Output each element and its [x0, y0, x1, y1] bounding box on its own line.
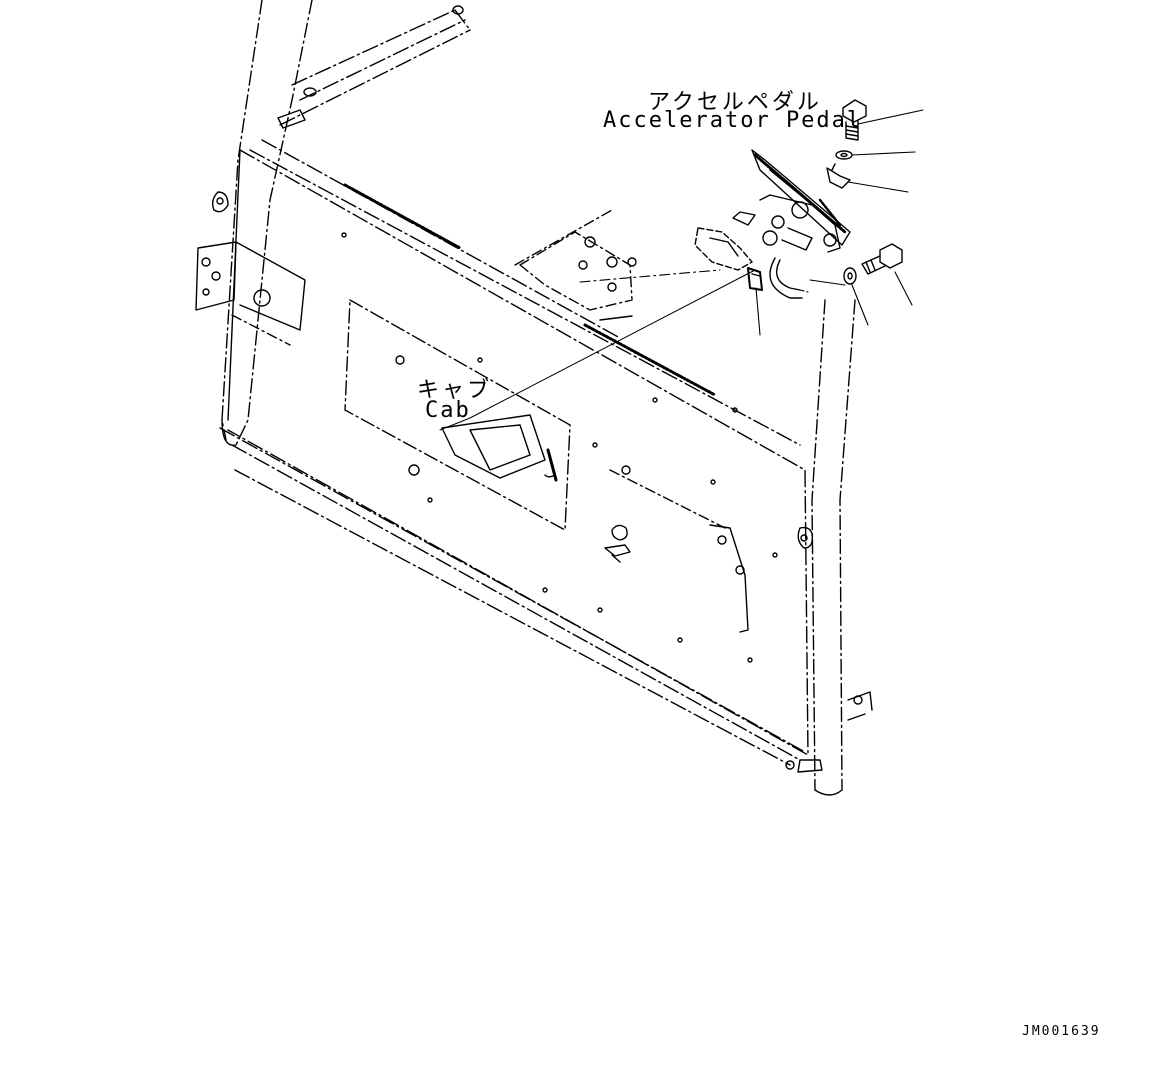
panel-marks	[342, 233, 777, 662]
left-cab-pillar	[222, 0, 312, 445]
right-lower-bracket	[605, 466, 748, 632]
dash-panel	[220, 140, 808, 765]
accelerator-pedal-label-en: Accelerator Pedal	[603, 108, 863, 133]
accelerator-pedal-label-jp: アクセルペダル	[648, 90, 822, 115]
rear-bracket	[515, 210, 636, 320]
right-cab-pillar	[786, 300, 872, 795]
cab-label-en: Cab	[425, 398, 471, 423]
accelerator-pedal-assembly	[695, 150, 850, 298]
drawing-code: JM001639	[1022, 1024, 1101, 1039]
roof-frame	[278, 6, 470, 128]
hardware-fasteners	[827, 100, 902, 284]
leader-lines	[440, 110, 923, 430]
center-lower-panel	[345, 300, 570, 530]
cab-label-jp: キャブ	[417, 378, 493, 403]
left-bracket-plate	[196, 192, 305, 345]
